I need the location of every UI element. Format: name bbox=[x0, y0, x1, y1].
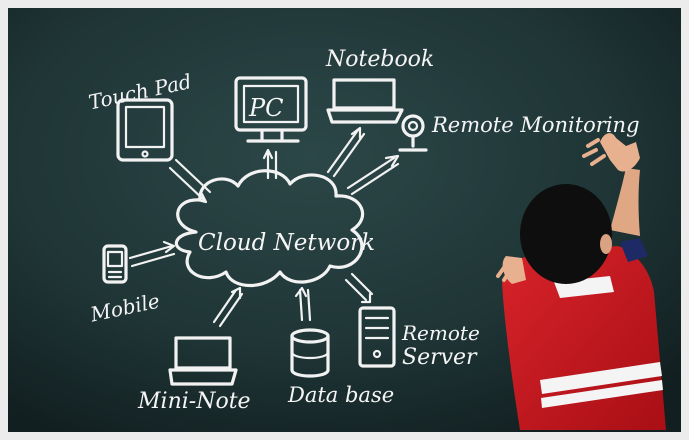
cloud-network-label: Cloud Network bbox=[198, 230, 375, 256]
child-figure bbox=[496, 133, 666, 430]
server-icon: Remote Server bbox=[358, 306, 480, 370]
notebook-label: Notebook bbox=[325, 47, 434, 72]
connection-arrows bbox=[128, 126, 400, 328]
remote-monitoring-label: Remote Monitoring bbox=[431, 113, 640, 137]
database-label: Data base bbox=[287, 383, 394, 407]
pc-icon: PC bbox=[234, 76, 308, 143]
notebook-icon: Notebook bbox=[325, 47, 434, 124]
mini-note-icon: Mini-Note bbox=[137, 336, 251, 414]
database-icon: Data base bbox=[287, 328, 394, 407]
pc-label: PC bbox=[248, 94, 284, 122]
mini-note-label: Mini-Note bbox=[137, 389, 251, 414]
server-label: Server bbox=[402, 345, 478, 370]
remote-label: Remote bbox=[401, 321, 480, 345]
cloud-icon: Cloud Network bbox=[174, 169, 375, 287]
remote-monitoring-icon: Remote Monitoring bbox=[398, 113, 640, 152]
